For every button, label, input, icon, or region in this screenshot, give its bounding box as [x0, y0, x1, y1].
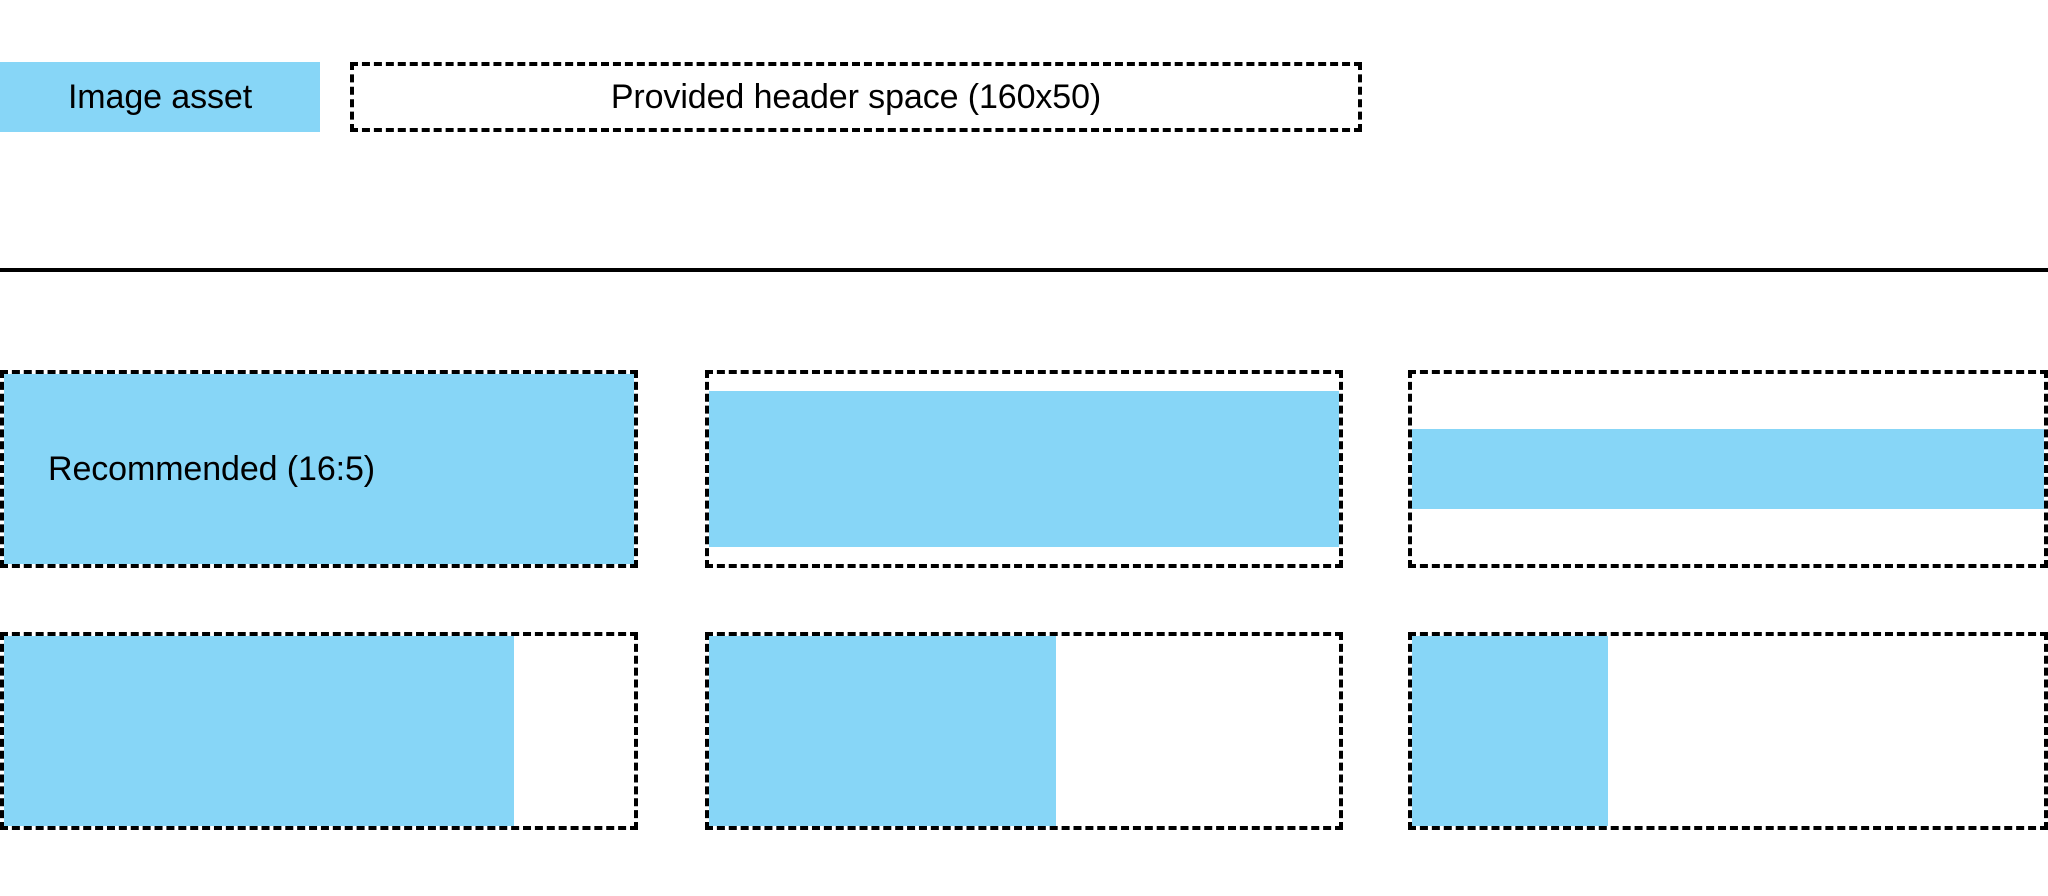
sample-fill: [4, 374, 634, 564]
image-asset-label: Image asset: [67, 78, 253, 116]
section-divider: [0, 268, 2048, 272]
sample-frame-vertical-narrow: [1408, 370, 2048, 568]
sample-fill: [4, 636, 515, 826]
sample-frame-recommended: Recommended (16:5): [0, 370, 638, 568]
provided-header-space-label: Provided header space (160x50): [610, 78, 1102, 116]
header-legend-row: Image asset Provided header space (160x5…: [0, 62, 2048, 132]
sample-fill: [709, 391, 1339, 547]
image-asset-swatch: Image asset: [0, 62, 320, 132]
sample-frame-vertical-medium: [705, 370, 1343, 568]
provided-header-space-frame: Provided header space (160x50): [350, 62, 1362, 132]
sample-fill: [1412, 636, 1608, 826]
sample-fill: [1412, 429, 2044, 509]
sample-frame-horizontal-medium: [705, 632, 1343, 830]
sample-frame-horizontal-wide: [0, 632, 638, 830]
sample-fill: [709, 636, 1056, 826]
sample-frame-horizontal-narrow: [1408, 632, 2048, 830]
